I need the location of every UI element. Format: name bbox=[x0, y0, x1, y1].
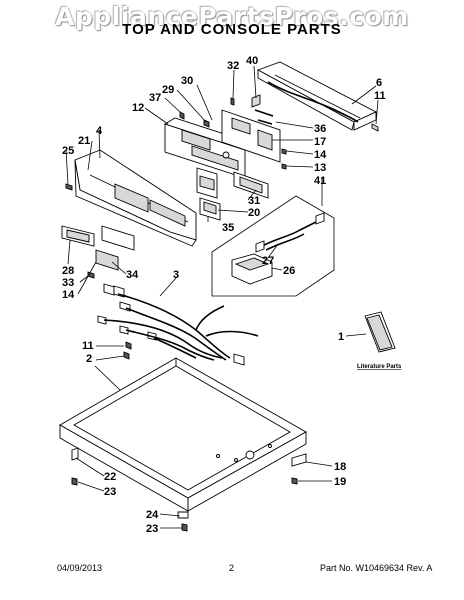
callout-33: 33 bbox=[62, 277, 74, 289]
callout-1: 1 bbox=[338, 331, 344, 343]
dryer-top[interactable] bbox=[59, 357, 307, 512]
callout-2: 2 bbox=[86, 353, 92, 365]
callout-12: 12 bbox=[132, 102, 144, 114]
callout-18: 18 bbox=[334, 461, 346, 473]
callout-34: 34 bbox=[126, 269, 139, 281]
callout-19: 19 bbox=[334, 476, 346, 488]
callout-11-bottom: 11 bbox=[82, 340, 94, 352]
screw-25[interactable] bbox=[65, 183, 73, 191]
control-board[interactable] bbox=[221, 109, 281, 163]
callout-17: 17 bbox=[314, 136, 326, 148]
rear-control-housing[interactable] bbox=[256, 61, 378, 131]
callout-32: 32 bbox=[227, 60, 239, 72]
screw-13[interactable] bbox=[281, 163, 287, 170]
callout-28: 28 bbox=[62, 265, 74, 277]
callout-labels: 32 40 6 30 29 37 12 11 36 17 21 4 25 14 … bbox=[62, 55, 402, 535]
callout-14-bottom: 14 bbox=[62, 289, 75, 301]
switch-assembly[interactable] bbox=[196, 167, 269, 221]
footer-page-number: 2 bbox=[229, 563, 235, 573]
callout-11-top: 11 bbox=[374, 90, 386, 102]
connector-40[interactable] bbox=[251, 94, 261, 108]
callout-6: 6 bbox=[376, 77, 382, 89]
callout-29: 29 bbox=[162, 84, 174, 96]
callout-41: 41 bbox=[314, 175, 326, 187]
callout-14-top: 14 bbox=[314, 149, 327, 161]
callout-21: 21 bbox=[78, 135, 90, 147]
callout-24: 24 bbox=[146, 509, 159, 521]
wire-harness[interactable] bbox=[255, 212, 325, 253]
main-wire-harness[interactable] bbox=[97, 283, 259, 366]
screw-23-left[interactable] bbox=[71, 477, 78, 486]
screw-37[interactable] bbox=[179, 111, 185, 120]
screw-32[interactable] bbox=[230, 97, 235, 106]
callout-27: 27 bbox=[262, 255, 274, 267]
callout-36: 36 bbox=[314, 123, 326, 135]
callout-26: 26 bbox=[283, 265, 295, 277]
page-title: TOP AND CONSOLE PARTS bbox=[122, 21, 342, 38]
callout-25: 25 bbox=[62, 145, 74, 157]
screw-19[interactable] bbox=[291, 477, 298, 485]
display-lens[interactable] bbox=[61, 225, 95, 247]
footer-date: 04/09/2013 bbox=[57, 563, 103, 573]
wire-harness-box bbox=[211, 195, 335, 297]
screw-11-top[interactable] bbox=[371, 123, 379, 132]
console-panel[interactable] bbox=[74, 149, 197, 247]
callout-20: 20 bbox=[248, 207, 260, 219]
clip-24[interactable] bbox=[177, 511, 189, 519]
callout-22: 22 bbox=[104, 471, 116, 483]
footer-part-number: Part No. W10469634 Rev. A bbox=[320, 563, 433, 573]
moisture-sensor-module[interactable] bbox=[231, 253, 273, 285]
callout-30: 30 bbox=[181, 75, 193, 87]
callout-4: 4 bbox=[96, 125, 103, 137]
screws-11-lower[interactable] bbox=[123, 341, 132, 360]
callout-40: 40 bbox=[246, 55, 258, 67]
leader-lines bbox=[65, 65, 379, 529]
screw-23-bottom[interactable] bbox=[181, 523, 188, 532]
knob-plate[interactable] bbox=[95, 225, 135, 271]
bracket-18[interactable] bbox=[291, 453, 307, 467]
callout-37: 37 bbox=[149, 92, 161, 104]
callout-23-bottom: 23 bbox=[146, 523, 158, 535]
hinge-22[interactable] bbox=[71, 447, 79, 461]
callout-31: 31 bbox=[248, 195, 260, 207]
callout-13: 13 bbox=[314, 162, 326, 174]
screw-14-top[interactable] bbox=[281, 148, 287, 155]
callout-23-left: 23 bbox=[104, 486, 116, 498]
literature-parts-label: Literature Parts bbox=[357, 364, 402, 370]
literature-parts[interactable] bbox=[364, 311, 396, 353]
callout-35: 35 bbox=[222, 222, 234, 234]
callout-3: 3 bbox=[173, 269, 179, 281]
